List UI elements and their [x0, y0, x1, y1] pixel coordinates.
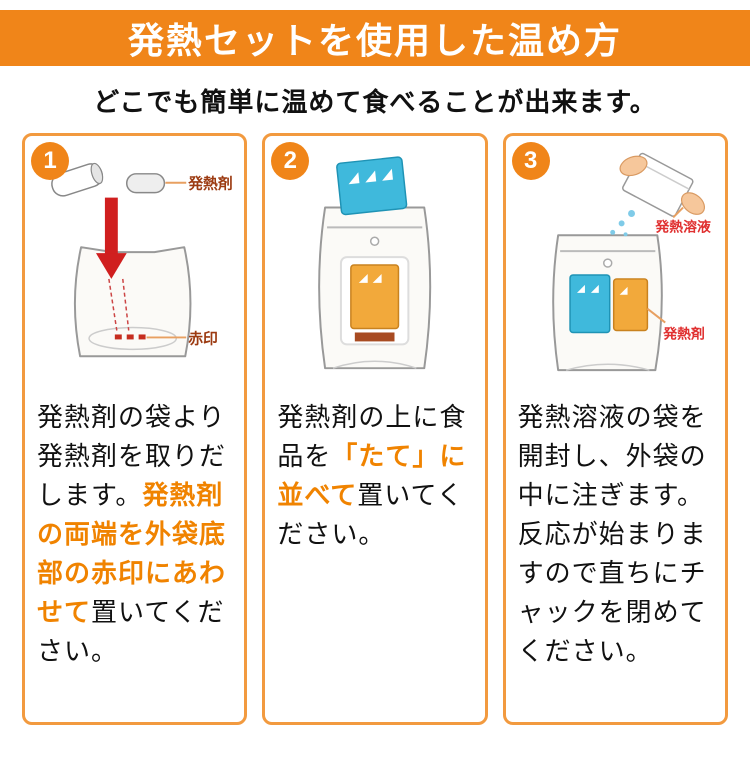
chevron-icon — [576, 284, 585, 293]
chevron-icon — [373, 273, 382, 283]
step2-number-badge: 2 — [271, 142, 310, 180]
red-mark — [126, 334, 134, 340]
step2-pouch-diagram — [318, 156, 432, 370]
step1-illustration: 発熱剤 赤印 — [33, 152, 236, 390]
step1-text-accent: 発熱剤の両端を外袋底部の赤印にあわせて — [37, 480, 227, 627]
water-drop-icon — [609, 229, 615, 235]
red-mark — [138, 334, 146, 340]
step1-pouch-diagram: 発熱剤 赤印 — [51, 162, 233, 358]
water-drop-icon — [618, 220, 625, 227]
step2-text-part1: 発熱剤の上に食品を — [277, 402, 467, 471]
leader-line — [672, 206, 684, 219]
step2-illustration — [273, 152, 476, 390]
step3-pouch-diagram: 発熱溶液 発熱剤 — [551, 152, 711, 372]
food-pack-standing — [350, 264, 400, 330]
step3-text: 発熱溶液の袋を開封し、外袋の中に注ぎます。 反応が始まりますので直ちにチャックを… — [514, 390, 717, 671]
step2-text: 発熱剤の上に食品を「たて」に並べて置いてください。 — [273, 390, 476, 554]
down-arrow-icon — [104, 197, 118, 256]
pouch-bottom-gusset — [565, 363, 650, 371]
food-pack-blue — [568, 274, 611, 334]
page-title-text: 発熱セットを使用した温め方 — [127, 20, 622, 61]
pouch-outline — [73, 246, 192, 358]
leader-line — [646, 307, 666, 324]
heat-pack-label: 発熱剤 — [662, 325, 705, 341]
pouch-hole — [602, 258, 613, 268]
water-drop-icon — [627, 210, 635, 217]
heat-pack-bag — [51, 162, 104, 197]
pouch-bottom-gusset — [333, 360, 417, 369]
steps-row: 1 発熱剤 — [0, 133, 750, 725]
hand-icon — [680, 192, 705, 215]
step-card-3: 3 — [502, 133, 728, 725]
hand-icon — [619, 155, 648, 177]
page-subtitle: どこでも簡単に温めて食べることが出来ます。 — [93, 87, 657, 117]
pouch-hole — [370, 236, 380, 246]
step2-text-accent: 「たて」に並べて — [277, 441, 467, 510]
heat-pack-under-food — [355, 332, 395, 342]
chevron-icon — [619, 286, 628, 295]
step3-text-part2: 反応が始まりますので直ちにチャックを閉めてください。 — [517, 519, 707, 666]
guide-dashed-line — [122, 278, 130, 331]
step1-number-badge: 1 — [31, 142, 69, 180]
red-mark-label: 赤印 — [188, 329, 218, 347]
food-pack-inserting — [336, 156, 408, 216]
step2-text-part2: 置いてください。 — [277, 480, 464, 549]
red-mark — [114, 334, 122, 340]
step3-text-part1: 発熱溶液の袋を開封し、外袋の中に注ぎます。 — [517, 402, 707, 510]
down-arrow-head — [95, 253, 127, 279]
heat-pack-label: 発熱剤 — [187, 175, 233, 193]
step3-illustration: 発熱溶液 発熱剤 — [514, 152, 717, 390]
step-card-2: 2 — [262, 133, 488, 725]
heat-pack-icon — [125, 173, 166, 194]
chevron-icon — [590, 284, 599, 293]
solution-label: 発熱溶液 — [654, 218, 711, 234]
food-pack-orange — [612, 278, 648, 332]
step1-text-part1: 発熱剤の袋より発熱剤を取りだします。 — [37, 402, 227, 510]
step3-number-badge: 3 — [511, 142, 550, 180]
step1-text-part2: 置いてください。 — [37, 597, 225, 666]
water-drop-icon — [623, 232, 628, 237]
page-title: 発熱セットを使用した温め方 — [0, 10, 750, 66]
step-card-1: 1 発熱剤 — [22, 133, 248, 725]
guide-dashed-line — [108, 278, 118, 331]
step1-text: 発熱剤の袋より発熱剤を取りだします。発熱剤の両端を外袋底部の赤印にあわせて置いて… — [33, 390, 236, 671]
